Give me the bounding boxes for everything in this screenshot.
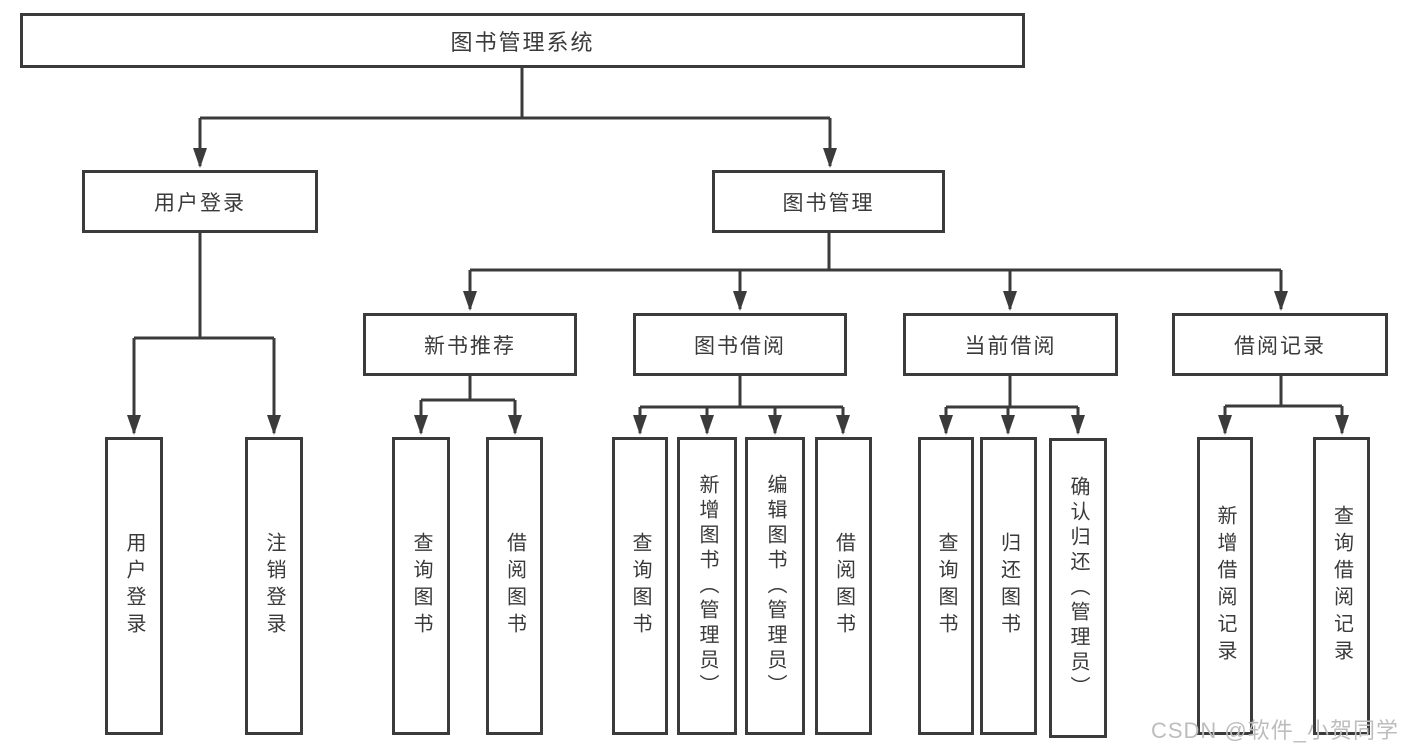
csdn-watermark: CSDN @软件_小贺同学 — [1150, 718, 1399, 743]
node-book-management: 图书管理 — [712, 170, 945, 233]
node-user-login: 用户登录 — [82, 170, 318, 233]
leaf-current-confirm-return-admin: 确认归还（管理员） — [1049, 438, 1107, 738]
node-current-borrow: 当前借阅 — [903, 313, 1118, 376]
leaf-newbooks-borrow-book: 借阅图书 — [486, 437, 543, 735]
node-borrow-records: 借阅记录 — [1172, 313, 1388, 376]
leaf-records-add-record: 新增借阅记录 — [1197, 437, 1253, 735]
leaf-current-return-book: 归还图书 — [980, 437, 1037, 735]
node-root-system: 图书管理系统 — [20, 13, 1025, 68]
leaf-logout: 注销登录 — [245, 437, 303, 735]
leaf-user-login: 用户登录 — [105, 437, 163, 735]
node-book-borrow: 图书借阅 — [633, 313, 847, 376]
leaf-borrow-edit-book-admin: 编辑图书（管理员） — [745, 437, 805, 735]
leaf-borrow-add-book-admin: 新增图书（管理员） — [677, 437, 737, 735]
leaf-borrow-query-book: 查询图书 — [612, 437, 668, 735]
leaf-borrow-borrow-book: 借阅图书 — [815, 437, 872, 735]
leaf-newbooks-query-book: 查询图书 — [392, 437, 450, 735]
node-new-book-recommend: 新书推荐 — [363, 313, 577, 376]
leaf-current-query-book: 查询图书 — [918, 437, 974, 735]
leaf-records-query-record: 查询借阅记录 — [1313, 437, 1370, 735]
